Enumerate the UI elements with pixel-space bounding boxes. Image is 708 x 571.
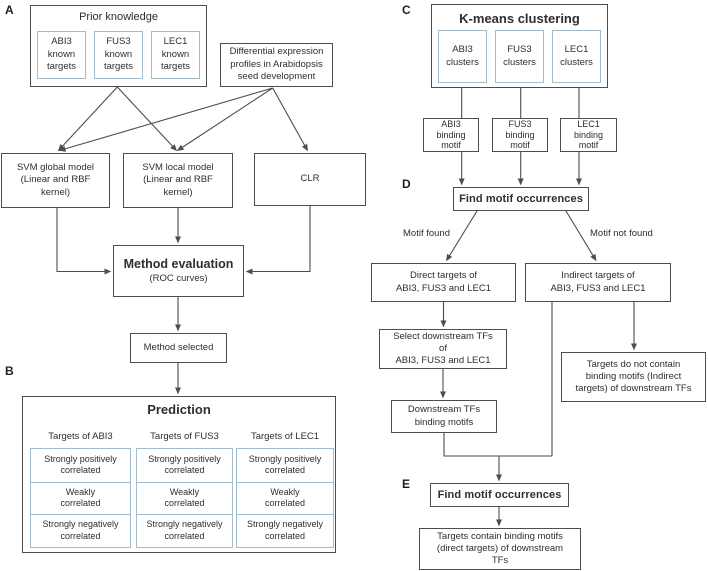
method-evaluation-subtitle: (ROC curves) xyxy=(149,273,208,285)
abi3-strong-negative-cell: Strongly negatively correlated xyxy=(31,514,130,547)
select-downstream-tfs-box: Select downstream TFs of ABI3, FUS3 and … xyxy=(379,329,507,369)
prediction-group: Prediction Targets of ABI3 Targets of FU… xyxy=(22,396,336,553)
abi3-clusters-box: ABI3 clusters xyxy=(438,30,487,83)
prior-knowledge-title: Prior knowledge xyxy=(79,11,158,23)
clr-box: CLR xyxy=(254,153,366,206)
prediction-title: Prediction xyxy=(147,402,211,417)
abi3-correlation-column: Strongly positively correlated Weakly co… xyxy=(30,448,131,548)
lec1-strong-negative-cell: Strongly negatively correlated xyxy=(237,514,333,547)
fus3-binding-motif-box: FUS3 binding motif xyxy=(492,118,548,152)
targets-of-lec1-header: Targets of LEC1 xyxy=(250,431,320,442)
method-evaluation-box: Method evaluation (ROC curves) xyxy=(113,245,244,297)
abi3-known-targets-box: ABI3 known targets xyxy=(37,31,86,79)
prior-knowledge-group: Prior knowledge ABI3 known targets FUS3 … xyxy=(30,5,207,87)
downstream-tfs-binding-motifs-box: Downstream TFs binding motifs xyxy=(391,400,497,433)
lec1-weak-cell: Weakly correlated xyxy=(237,481,333,515)
method-evaluation-title: Method evaluation xyxy=(123,257,234,272)
fus3-weak-cell: Weakly correlated xyxy=(137,481,232,515)
lec1-clusters-box: LEC1 clusters xyxy=(552,30,601,83)
section-label-a: A xyxy=(5,3,14,17)
targets-no-binding-motifs-box: Targets do not contain binding motifs (I… xyxy=(561,352,706,402)
find-motif-occurrences-box-2: Find motif occurrences xyxy=(430,483,569,507)
fus3-strong-negative-cell: Strongly negatively correlated xyxy=(137,514,232,547)
targets-of-abi3-header: Targets of ABI3 xyxy=(48,431,113,442)
differential-expression-box: Differential expression profiles in Arab… xyxy=(220,43,333,87)
kmeans-clustering-title: K-means clustering xyxy=(459,11,580,26)
find-motif-occurrences-box-1: Find motif occurrences xyxy=(453,187,589,211)
abi3-weak-cell: Weakly correlated xyxy=(31,481,130,515)
lec1-known-targets-box: LEC1 known targets xyxy=(151,31,200,79)
svm-local-model-box: SVM local model (Linear and RBF kernel) xyxy=(123,153,233,208)
kmeans-clustering-group: K-means clustering ABI3 clusters FUS3 cl… xyxy=(431,4,608,88)
svm-global-model-box: SVM global model (Linear and RBF kernel) xyxy=(1,153,110,208)
fus3-clusters-box: FUS3 clusters xyxy=(495,30,544,83)
section-label-d: D xyxy=(402,177,411,191)
abi3-strong-positive-cell: Strongly positively correlated xyxy=(44,453,117,476)
fus3-strong-positive-cell: Strongly positively correlated xyxy=(148,453,221,476)
section-label-c: C xyxy=(402,3,411,17)
abi3-binding-motif-box: ABI3 binding motif xyxy=(423,118,479,152)
indirect-targets-box: Indirect targets of ABI3, FUS3 and LEC1 xyxy=(525,263,671,302)
fus3-known-targets-box: FUS3 known targets xyxy=(94,31,143,79)
targets-of-fus3-header: Targets of FUS3 xyxy=(150,431,219,442)
targets-contain-binding-motifs-box: Targets contain binding motifs (direct t… xyxy=(419,528,581,570)
lec1-correlation-column: Strongly positively correlated Weakly co… xyxy=(236,448,334,548)
section-label-e: E xyxy=(402,477,411,491)
motif-not-found-label: Motif not found xyxy=(590,228,653,239)
fus3-correlation-column: Strongly positively correlated Weakly co… xyxy=(136,448,233,548)
method-selected-box: Method selected xyxy=(130,333,227,363)
section-label-b: B xyxy=(5,364,14,378)
direct-targets-box: Direct targets of ABI3, FUS3 and LEC1 xyxy=(371,263,516,302)
motif-found-label: Motif found xyxy=(403,228,450,239)
lec1-binding-motif-box: LEC1 binding motif xyxy=(560,118,617,152)
lec1-strong-positive-cell: Strongly positively correlated xyxy=(248,453,322,476)
